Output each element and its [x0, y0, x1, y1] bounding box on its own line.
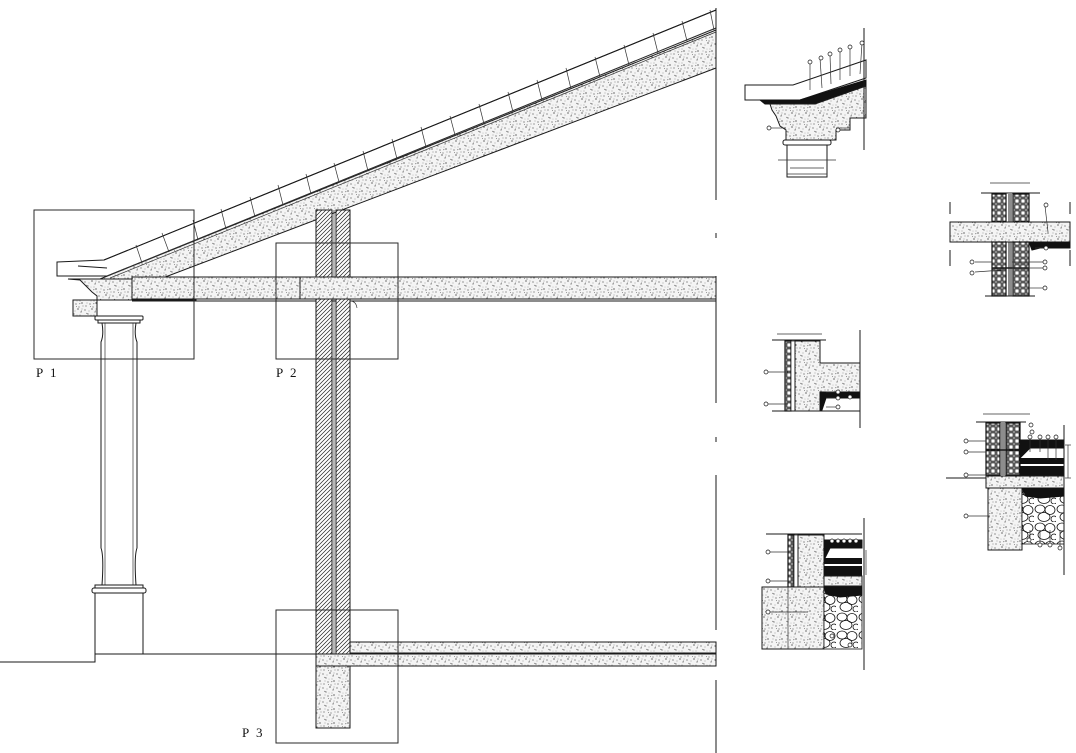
callout-label-p1: P 1 — [36, 365, 59, 380]
detail-foundation-right — [946, 413, 1071, 575]
column-head — [72, 299, 98, 317]
floor-slab — [315, 641, 717, 667]
ground-line — [0, 653, 316, 663]
detail-foundation-left — [761, 518, 867, 670]
callout-frame-p1[interactable] — [33, 209, 195, 360]
detail-eave — [744, 28, 867, 178]
detail-wall-corner — [763, 330, 861, 428]
column — [91, 315, 147, 655]
main-section: P 1 P 2 P 3 — [0, 8, 717, 753]
foundation-footing — [315, 665, 351, 729]
callout-label-p2: P 2 — [276, 365, 299, 380]
callout-label-p3: P 3 — [242, 725, 265, 740]
detail-wall-slab — [949, 182, 1071, 297]
callout-frame-p2[interactable] — [275, 242, 399, 360]
callout-frame-p3[interactable] — [275, 609, 399, 744]
interior-wall — [315, 209, 358, 655]
roof-tiles — [56, 9, 717, 279]
